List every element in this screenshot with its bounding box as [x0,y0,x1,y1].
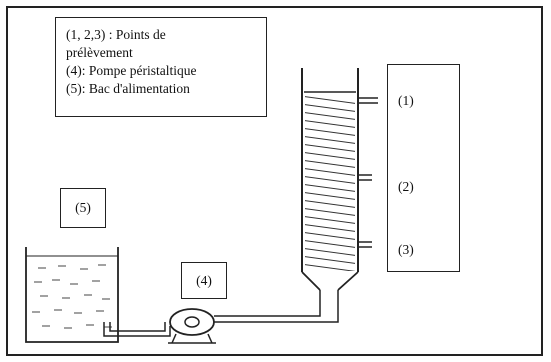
feed-tank [25,247,119,343]
tank-label-box: (5) [60,188,106,228]
sampling-points-box: (1) (2) (3) [387,64,460,272]
legend-line: (1, 2,3) : Points de [66,27,166,42]
legend-line: (5): Bac d'alimentation [66,81,190,96]
sampling-point-3-label: (3) [398,242,414,257]
pump-label: (4) [196,272,212,288]
column-feed-pipe [214,300,339,323]
tank-label: (5) [75,200,91,215]
sampling-taps [358,97,378,248]
peristaltic-pump [168,308,216,344]
sampling-point-1-label: (1) [398,93,414,108]
column [301,68,359,300]
pump-label-box: (4) [181,262,227,299]
legend-line: (4): Pompe péristaltique [66,63,197,78]
legend-line: prélèvement [66,45,133,60]
feed-pipe [103,322,171,337]
legend-box: (1, 2,3) : Points de prélèvement (4): Po… [55,17,267,117]
sampling-point-2-label: (2) [398,179,414,194]
